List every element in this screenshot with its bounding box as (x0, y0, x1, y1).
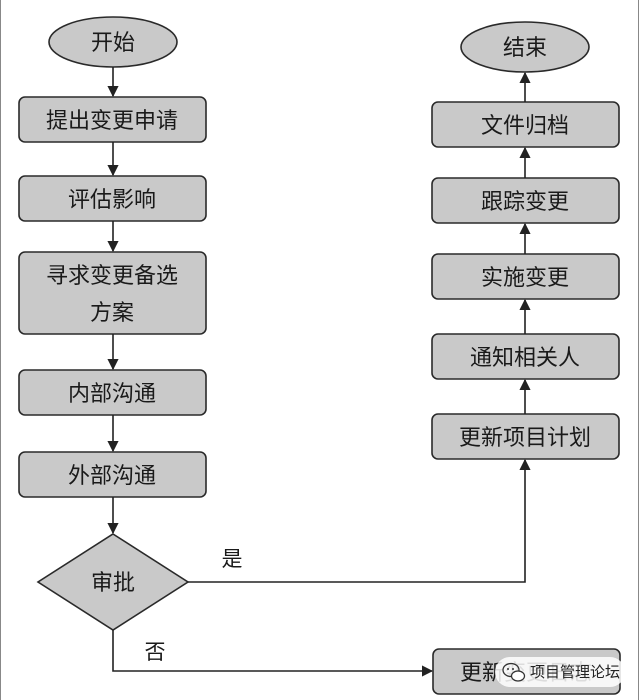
end-node: 结束 (460, 21, 590, 73)
start-label: 开始 (91, 31, 135, 56)
start-node: 开始 (48, 16, 178, 68)
implement-change-label: 实施变更 (481, 266, 569, 291)
track-change-label: 跟踪变更 (481, 190, 569, 215)
watermark-bg (495, 657, 625, 687)
implement-change-node: 实施变更 (431, 253, 620, 300)
wechat-icon (502, 662, 526, 682)
seek-alternatives-label-line1: 寻求变更备选 (46, 264, 178, 289)
update-plan-node: 更新项目计划 (431, 413, 620, 460)
edge-approval-no (112, 630, 434, 677)
no-label: 否 (145, 640, 166, 664)
archive-docs-node: 文件归档 (431, 101, 620, 148)
submit-request-label: 提出变更申请 (46, 109, 178, 134)
approval-node: 审批 (36, 533, 190, 631)
internal-comm-label: 内部沟通 (68, 382, 156, 407)
notify-stakeholders-label: 通知相关人 (470, 346, 580, 371)
watermark-text: 项目管理论坛 (530, 663, 620, 681)
yes-label: 是 (222, 547, 243, 571)
seek-alternatives-label-line2: 方案 (90, 301, 134, 326)
archive-docs-label: 文件归档 (481, 114, 569, 139)
end-label: 结束 (503, 36, 547, 61)
assess-impact-node: 评估影响 (18, 175, 207, 222)
external-comm-node: 外部沟通 (18, 451, 207, 498)
update-plan-label: 更新项目计划 (459, 426, 591, 451)
approval-label: 审批 (91, 571, 135, 596)
seek-alternatives-node: 寻求变更备选 方案 (18, 251, 207, 335)
external-comm-label: 外部沟通 (68, 464, 156, 489)
watermark: 项目管理论坛 (495, 657, 625, 687)
edge-approval-yes (188, 458, 531, 583)
track-change-node: 跟踪变更 (431, 177, 620, 224)
assess-impact-label: 评估影响 (68, 188, 156, 213)
notify-stakeholders-node: 通知相关人 (431, 333, 620, 380)
submit-request-node: 提出变更申请 (18, 96, 207, 143)
internal-comm-node: 内部沟通 (18, 369, 207, 416)
